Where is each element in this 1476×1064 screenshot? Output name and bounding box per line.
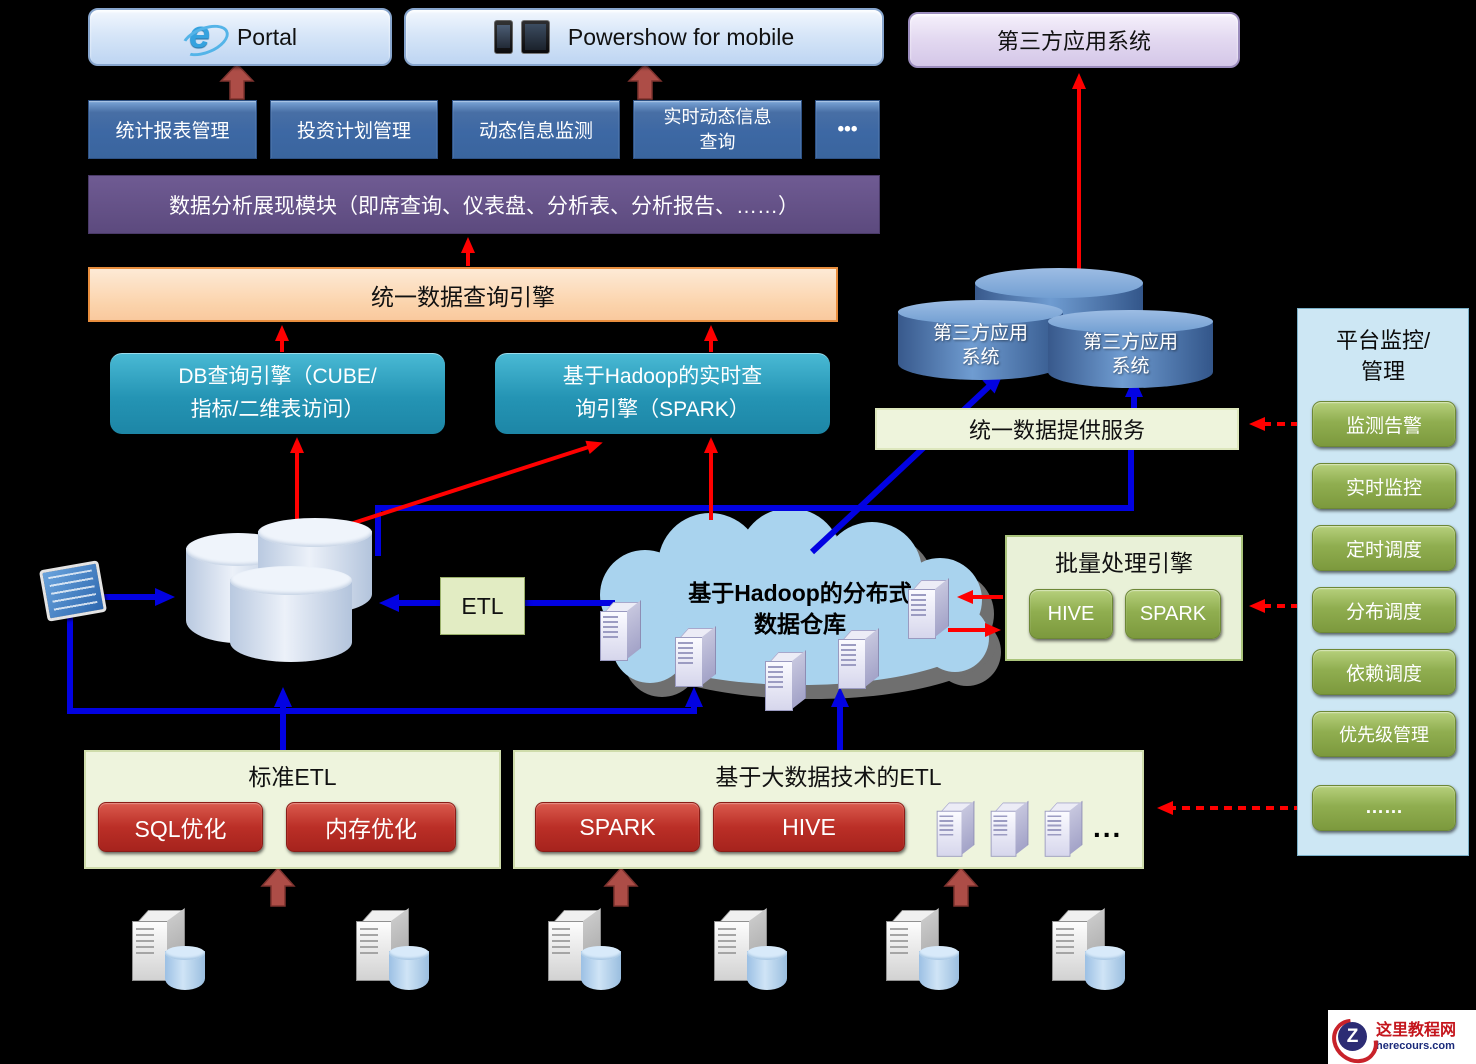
- etl-server-icon: [936, 800, 976, 859]
- spark-label: SPARK: [1139, 602, 1207, 625]
- red-dotted-connectors: [1157, 417, 1302, 815]
- hive-label: HIVE: [782, 813, 836, 840]
- cluster-server-icon: [600, 600, 642, 664]
- batch-spark-button: SPARK: [1125, 589, 1221, 639]
- etl-server-icon: [990, 800, 1030, 859]
- batch-engine-title: 批量处理引擎: [1055, 550, 1193, 576]
- module-invest-plan: 投资计划管理: [270, 100, 438, 159]
- block-arrows: [219, 62, 979, 907]
- bigdata-hive-button: HIVE: [713, 802, 905, 852]
- monitor-item-label: 实时监控: [1345, 477, 1422, 499]
- source-db-server-icon: [1052, 907, 1136, 990]
- monitor-item-dependency-schedule: 依赖调度: [1312, 649, 1456, 695]
- sql-opt-label: SQL优化: [134, 816, 227, 842]
- third-party-db-right: 第三方应用 系统: [1048, 310, 1213, 388]
- etl-server-icon: [1044, 800, 1084, 859]
- source-db-server-icon: [548, 907, 632, 990]
- monitor-item-timed-schedule: 定时调度: [1312, 525, 1456, 571]
- standard-etl-title: 标准ETL: [248, 764, 337, 790]
- sql-opt-button: SQL优化: [98, 802, 263, 852]
- client-terminal-icon: [38, 560, 108, 622]
- third-party-app-label: 第三方应用系统: [996, 29, 1151, 54]
- cluster-server-icon: [908, 578, 950, 642]
- third-party-db-left: 第三方应用 系统: [898, 300, 1063, 380]
- third-party-db-right-label: 第三方应用 系统: [1082, 331, 1178, 378]
- third-party-db-left-label: 第三方应用 系统: [932, 322, 1028, 369]
- unified-query-engine-bar: 统一数据查询引擎: [88, 267, 838, 322]
- module-more: •••: [815, 100, 880, 159]
- data-analysis-display-bar: 数据分析展现模块（即席查询、仪表盘、分析表、分析报告、……）: [88, 175, 880, 234]
- powershow-label: Powershow for mobile: [567, 23, 795, 50]
- source-db-server-icon: [886, 907, 970, 990]
- platform-monitor-panel: 平台监控/ 管理 监测告警 实时监控 定时调度 分布调度 依赖调度 优先级管理 …: [1297, 308, 1469, 856]
- cluster-server-icon: [765, 650, 807, 714]
- blue-connectors: [67, 373, 1143, 750]
- cluster-server-icon: [838, 628, 880, 692]
- monitor-item-label: 定时调度: [1345, 539, 1422, 561]
- cluster-server-icon: [675, 626, 717, 690]
- module-label: 动态信息监测: [478, 121, 593, 142]
- module-label: 投资计划管理: [296, 121, 411, 142]
- datamart-cylinder-front: [230, 566, 352, 662]
- monitor-item-label: 优先级管理: [1339, 725, 1429, 745]
- display-module-label: 数据分析展现模块（即席查询、仪表盘、分析表、分析报告、……）: [169, 194, 799, 218]
- source-db-server-icon: [356, 907, 440, 990]
- logo-glyph: Z: [1346, 1025, 1359, 1047]
- monitor-item-label: 依赖调度: [1345, 663, 1422, 685]
- ie-browser-icon: e: [176, 14, 234, 63]
- monitor-item-distributed-schedule: 分布调度: [1312, 587, 1456, 633]
- third-party-app-button: 第三方应用系统: [908, 12, 1240, 68]
- platform-monitor-title: 平台监控/ 管理: [1335, 328, 1431, 384]
- portal-label: Portal: [236, 23, 298, 50]
- monitor-item-alert: 监测告警: [1312, 401, 1456, 447]
- hadoop-warehouse-label: 基于Hadoop的分布式 数据仓库: [688, 579, 912, 637]
- hadoop-realtime-engine-label: 基于Hadoop的实时查 询引擎（SPARK）: [562, 365, 763, 421]
- db-query-engine-box: DB查询引擎（CUBE/ 指标/二维表访问）: [110, 353, 445, 434]
- etl-more-ellipsis: ...: [1093, 812, 1123, 843]
- unified-query-engine-label: 统一数据查询引擎: [371, 283, 555, 310]
- bigdata-etl-title: 基于大数据技术的ETL: [715, 764, 942, 790]
- hive-label: HIVE: [1047, 602, 1095, 625]
- logo-site-name: 这里教程网: [1376, 1022, 1457, 1040]
- portal-button: e Portal: [88, 8, 392, 66]
- monitor-item-label: 监测告警: [1345, 415, 1422, 437]
- spark-label: SPARK: [579, 813, 656, 840]
- mem-opt-button: 内存优化: [286, 802, 456, 852]
- bigdata-etl-box: 基于大数据技术的ETL SPARK HIVE ...: [513, 750, 1144, 869]
- mem-opt-label: 内存优化: [325, 816, 417, 842]
- bigdata-spark-button: SPARK: [535, 802, 700, 852]
- logo-site-domain: herecours.com: [1376, 1039, 1455, 1052]
- monitor-item-label: 分布调度: [1345, 601, 1422, 623]
- powershow-button: Powershow for mobile: [404, 8, 884, 66]
- unified-data-service-label: 统一数据提供服务: [968, 418, 1145, 443]
- monitor-item-priority-mgmt: 优先级管理: [1312, 711, 1456, 757]
- red-connectors: [275, 73, 1086, 637]
- phone-icon: [493, 20, 513, 54]
- source-db-server-icon: [714, 907, 798, 990]
- module-label: 统计报表管理: [115, 121, 230, 142]
- hadoop-realtime-engine-box: 基于Hadoop的实时查 询引擎（SPARK）: [495, 353, 830, 434]
- standard-etl-box: 标准ETL SQL优化 内存优化: [84, 750, 501, 869]
- tablet-icon: [520, 20, 550, 54]
- monitor-item-realtime: 实时监控: [1312, 463, 1456, 509]
- module-label: 实时动态信息 查询: [663, 107, 772, 152]
- module-label: •••: [837, 118, 858, 140]
- db-query-engine-label: DB查询引擎（CUBE/ 指标/二维表访问）: [178, 365, 377, 421]
- batch-engine-box: 批量处理引擎 HIVE SPARK: [1005, 535, 1243, 661]
- logo-z-icon: Z: [1323, 1009, 1387, 1064]
- source-db-server-icon: [132, 907, 216, 990]
- monitor-item-label: ……: [1365, 797, 1403, 818]
- etl-label: ETL: [461, 592, 504, 619]
- unified-data-service-bar: 统一数据提供服务: [875, 408, 1239, 450]
- module-report-mgmt: 统计报表管理: [88, 100, 257, 159]
- etl-box: ETL: [440, 577, 525, 635]
- site-watermark-logo: Z 这里教程网 herecours.com: [1323, 1009, 1476, 1064]
- monitor-item-more: ……: [1312, 785, 1456, 831]
- module-dynamic-monitor: 动态信息监测: [452, 100, 620, 159]
- module-realtime-query: 实时动态信息 查询: [633, 100, 802, 159]
- batch-hive-button: HIVE: [1029, 589, 1113, 639]
